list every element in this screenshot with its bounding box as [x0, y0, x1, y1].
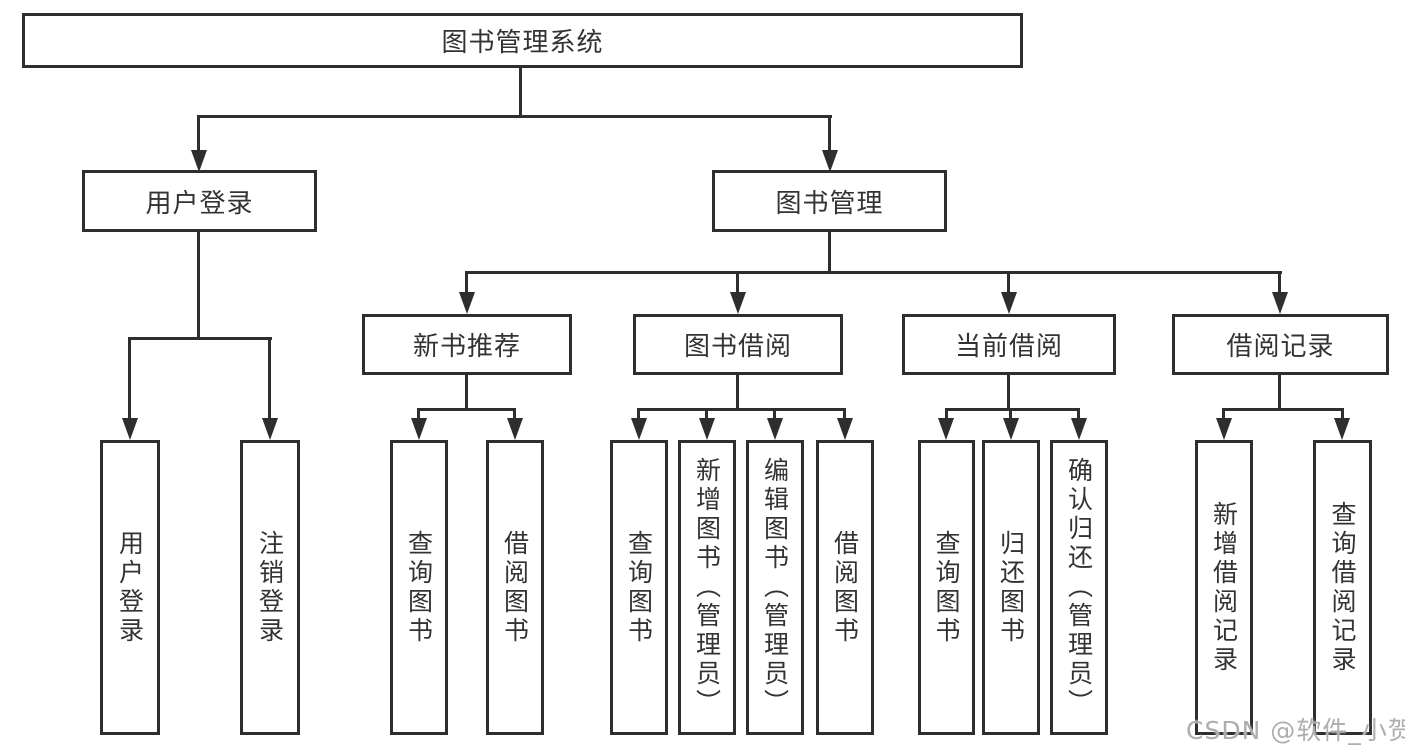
leaf-borrow-query-books: 查询图书	[610, 440, 668, 735]
connector-stem	[513, 408, 516, 421]
leaf-label: 新增借阅记录	[1209, 500, 1239, 675]
node-current-borrow: 当前借阅	[902, 314, 1116, 375]
leaf-label: 归还图书	[996, 529, 1026, 646]
connector-stem-leaf-login	[128, 337, 131, 421]
connector-stem-new-book	[465, 271, 468, 294]
connector-current-borrow-split	[945, 408, 1079, 411]
connector-stem	[637, 408, 640, 421]
arrow-down-icon	[767, 418, 783, 440]
arrow-down-icon	[122, 418, 138, 440]
arrow-down-icon	[411, 418, 427, 440]
arrow-down-icon	[1001, 292, 1017, 314]
connector-root-trunk	[519, 68, 522, 118]
leaf-label: 编辑图书（管理员）	[760, 457, 790, 718]
arrow-down-icon	[191, 150, 207, 172]
connector-borrow-records-split	[1222, 408, 1343, 411]
arrow-down-icon	[1216, 418, 1232, 440]
connector-borrow-records-trunk	[1278, 374, 1281, 411]
node-new-book-recommend: 新书推荐	[362, 314, 572, 375]
connector-stem	[773, 408, 776, 421]
arrow-down-icon	[1334, 418, 1350, 440]
leaf-records-query-record: 查询借阅记录	[1313, 440, 1372, 735]
leaf-user-login: 用户登录	[100, 440, 160, 735]
leaf-borrow-edit-books-admin: 编辑图书（管理员）	[746, 440, 804, 735]
leaf-current-confirm-return-admin: 确认归还（管理员）	[1050, 440, 1108, 735]
connector-stem-book-borrow	[736, 271, 739, 294]
leaf-current-return-books: 归还图书	[982, 440, 1040, 735]
csdn-watermark: CSDN @软件_小贺同学	[1186, 716, 1405, 745]
arrow-down-icon	[459, 292, 475, 314]
connector-book-borrow-trunk	[736, 374, 739, 411]
leaf-label: 借阅图书	[830, 529, 860, 646]
node-label: 图书借阅	[683, 332, 792, 362]
node-label: 借阅记录	[1226, 332, 1335, 362]
connector-new-book-trunk	[465, 374, 468, 411]
leaf-borrow-add-books-admin: 新增图书（管理员）	[678, 440, 736, 735]
connector-stem-book-mgmt	[828, 115, 831, 152]
connector-stem	[1009, 408, 1012, 421]
leaf-newbook-borrow-books: 借阅图书	[486, 440, 544, 735]
node-user-login: 用户登录	[82, 170, 317, 232]
arrow-down-icon	[631, 418, 647, 440]
connector-current-borrow-trunk	[1007, 374, 1010, 411]
arrow-down-icon	[730, 292, 746, 314]
arrow-down-icon	[822, 150, 838, 172]
connector-stem	[1222, 408, 1225, 421]
node-library-management-system: 图书管理系统	[22, 13, 1023, 68]
arrow-down-icon	[1071, 418, 1087, 440]
leaf-label: 查询借阅记录	[1328, 500, 1357, 675]
connector-stem-current-borrow	[1007, 271, 1010, 294]
node-borrow-records: 借阅记录	[1172, 314, 1389, 375]
leaf-label: 注销登录	[255, 529, 285, 646]
node-label: 图书管理系统	[441, 28, 604, 58]
leaf-label: 新增图书（管理员）	[692, 457, 722, 718]
arrow-down-icon	[507, 418, 523, 440]
leaf-label: 确认归还（管理员）	[1064, 457, 1094, 718]
node-label: 用户登录	[145, 188, 254, 219]
arrow-down-icon	[938, 418, 954, 440]
connector-stem	[1077, 408, 1080, 421]
leaf-label: 用户登录	[115, 529, 145, 646]
leaf-logout: 注销登录	[240, 440, 300, 735]
connector-new-book-split	[417, 408, 515, 411]
connector-user-login-trunk	[197, 232, 200, 340]
connector-stem-leaf-logout	[268, 337, 271, 421]
arrow-down-icon	[1272, 292, 1288, 314]
leaf-label: 查询图书	[404, 529, 434, 646]
connector-stem-borrow-records	[1278, 271, 1281, 294]
node-book-management: 图书管理	[712, 170, 947, 232]
leaf-label: 查询图书	[932, 529, 961, 646]
connector-level3-split	[465, 271, 1282, 274]
leaf-newbook-query-books: 查询图书	[390, 440, 448, 735]
connector-stem	[945, 408, 948, 421]
leaf-label: 借阅图书	[500, 529, 530, 646]
connector-stem	[843, 408, 846, 421]
leaf-current-query-books: 查询图书	[918, 440, 975, 735]
connector-stem-user-login	[197, 115, 200, 152]
connector-user-login-split	[128, 337, 272, 340]
node-label: 新书推荐	[412, 332, 521, 362]
leaf-borrow-borrow-books: 借阅图书	[816, 440, 874, 735]
arrow-down-icon	[699, 418, 715, 440]
connector-stem	[1341, 408, 1344, 421]
connector-stem	[417, 408, 420, 421]
arrow-down-icon	[262, 418, 278, 440]
leaf-records-add-record: 新增借阅记录	[1195, 440, 1253, 735]
connector-book-mgmt-trunk	[828, 232, 831, 274]
arrow-down-icon	[1003, 418, 1019, 440]
connector-stem	[705, 408, 708, 421]
leaf-label: 查询图书	[624, 529, 654, 646]
arrow-down-icon	[837, 418, 853, 440]
connector-level2-split	[197, 115, 832, 118]
node-label: 图书管理	[775, 188, 884, 219]
node-book-borrow: 图书借阅	[633, 314, 843, 375]
connector-book-borrow-split	[637, 408, 845, 411]
node-label: 当前借阅	[954, 332, 1063, 362]
